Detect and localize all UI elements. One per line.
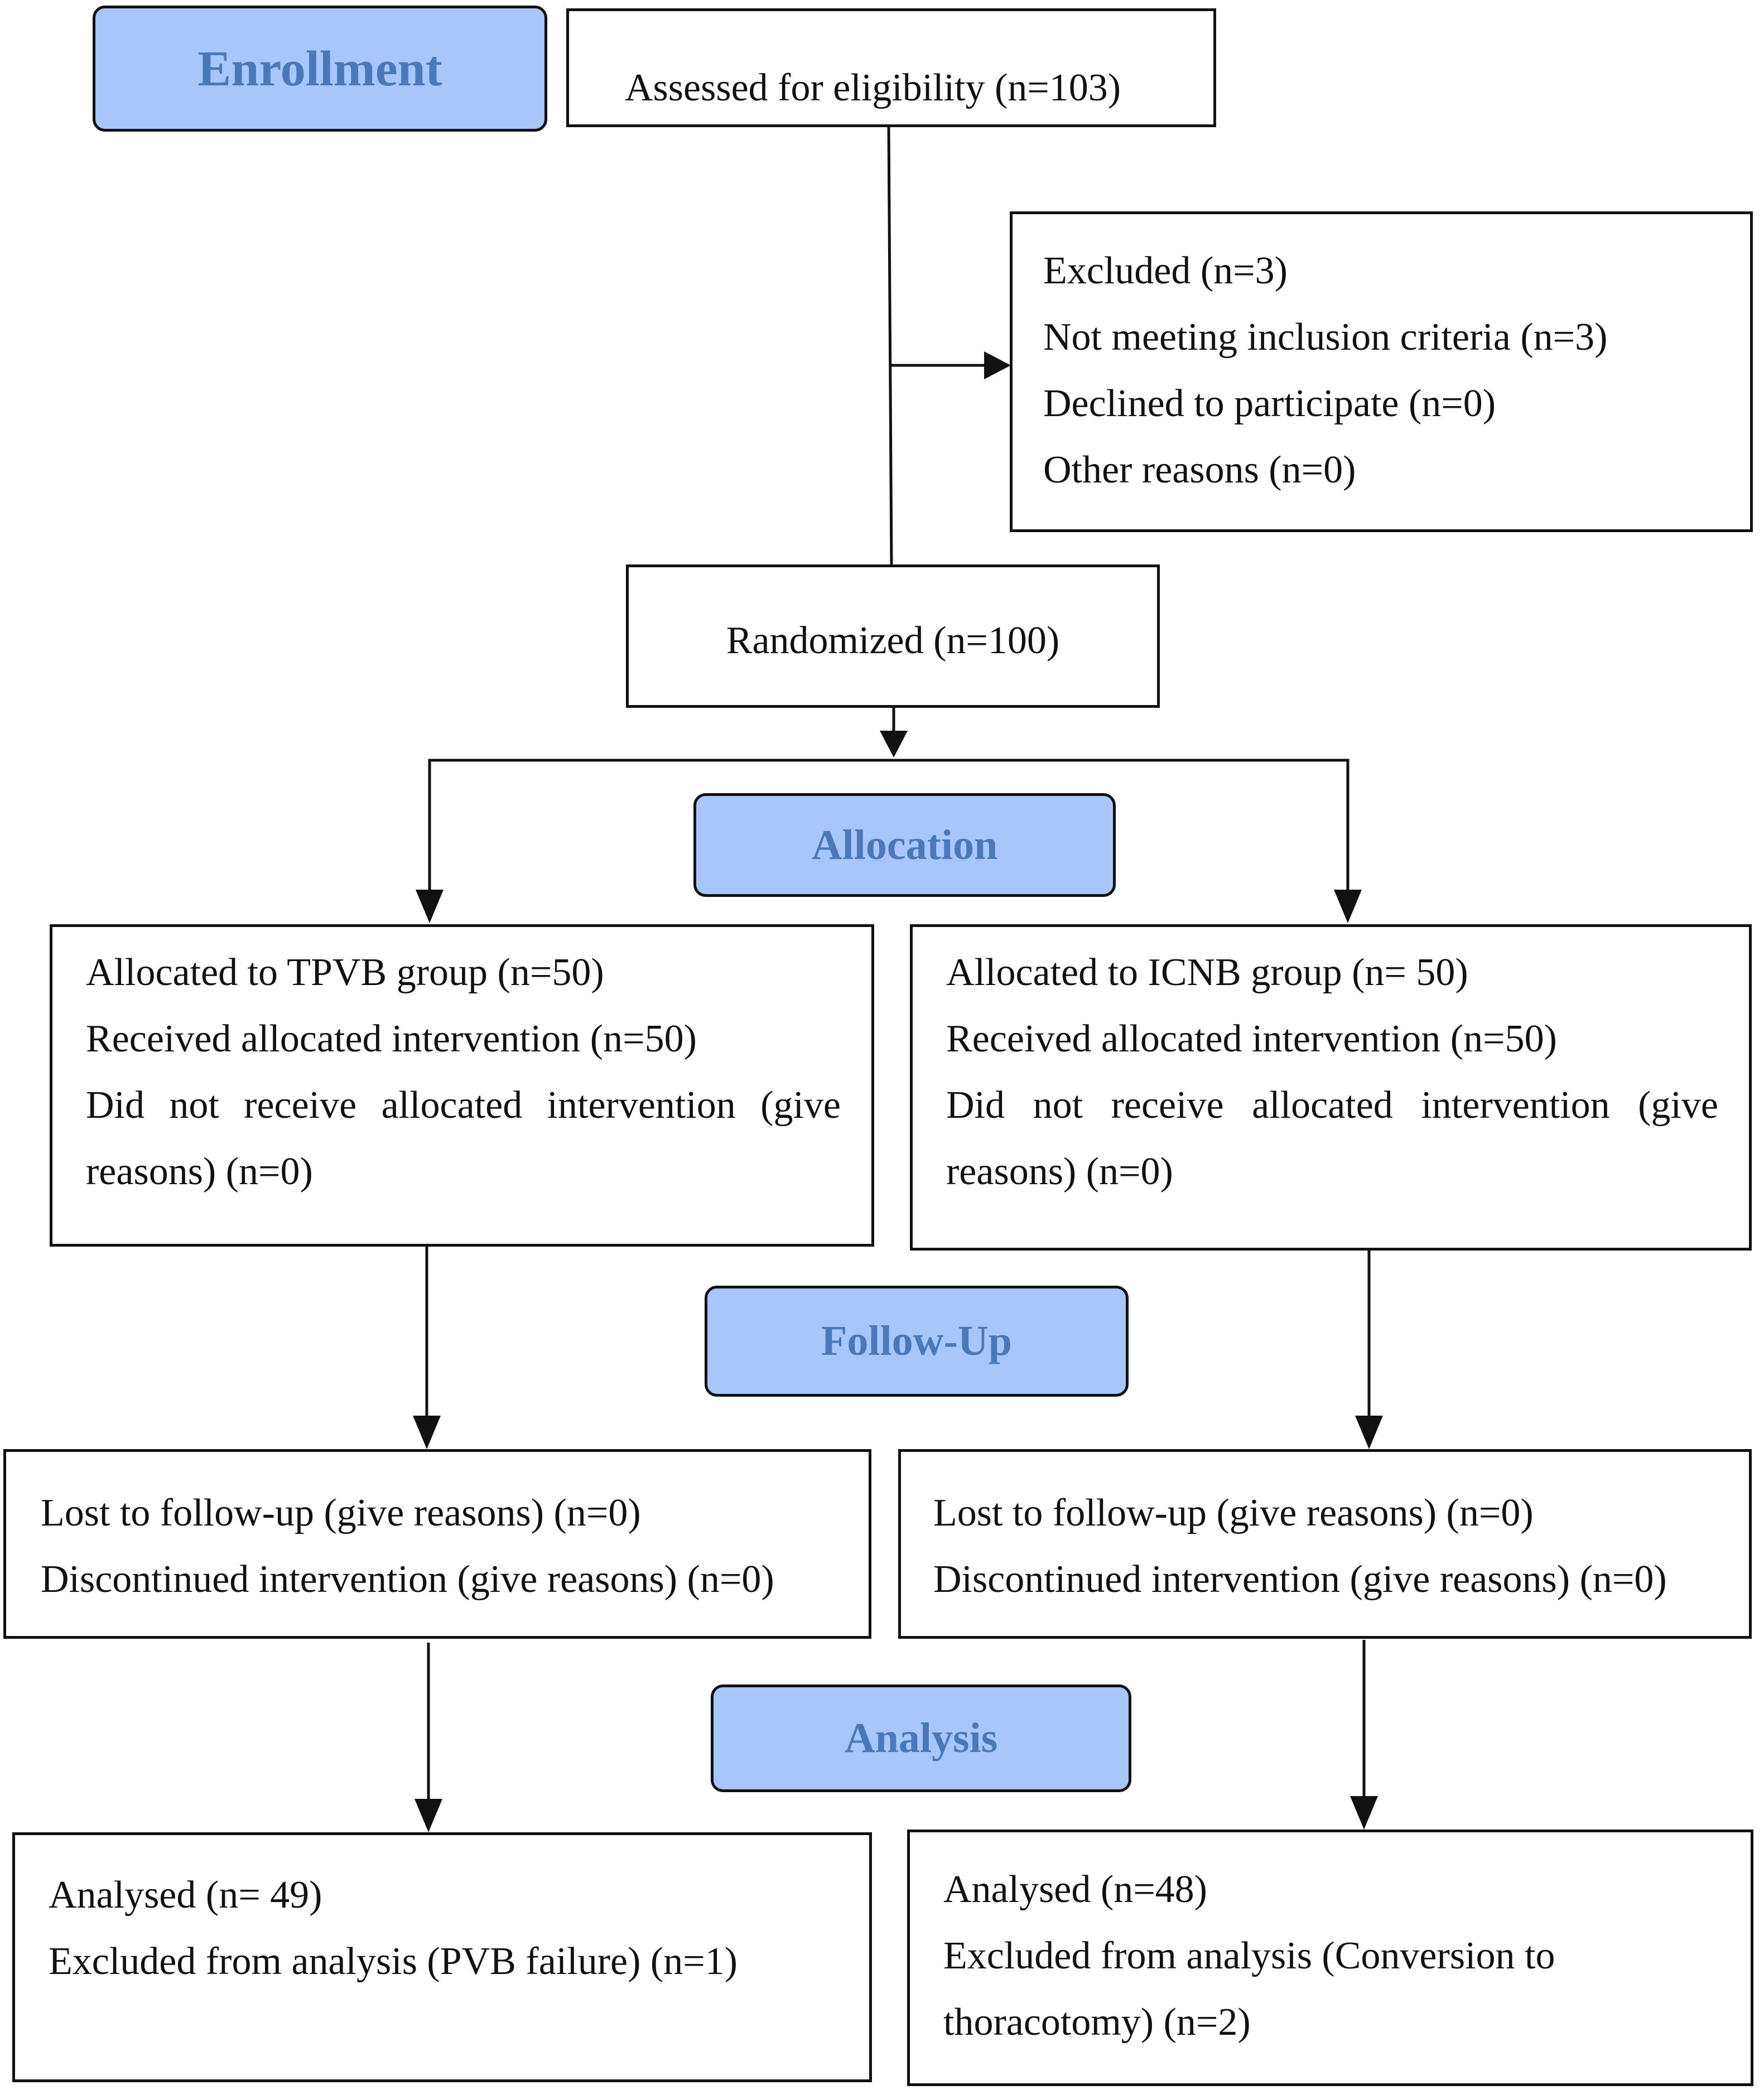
arrowhead-excluded xyxy=(984,351,1011,379)
tpvb-allocation-line: Received allocated intervention (n=50) xyxy=(86,1017,697,1060)
stage-allocation: Allocation xyxy=(693,793,1116,897)
tpvb-allocation-line: reasons) (n=0) xyxy=(86,1150,313,1193)
connector-assessed-to-randomized xyxy=(887,126,893,565)
excluded-line: Other reasons (n=0) xyxy=(1043,448,1356,491)
tpvb-allocation-line: Did not receive allocated intervention (… xyxy=(86,1084,841,1127)
icnb-allocation-line: reasons) (n=0) xyxy=(946,1150,1173,1193)
excluded-box: Excluded (n=3) Not meeting inclusion cri… xyxy=(1010,211,1753,532)
tpvb-allocation-box: Allocated to TPVB group (n=50) Received … xyxy=(50,924,874,1247)
tpvb-analysis-box: Analysed (n= 49) Excluded from analysis … xyxy=(12,1832,872,2082)
icnb-allocation-line: Allocated to ICNB group (n= 50) xyxy=(946,951,1468,994)
stage-follow-up: Follow-Up xyxy=(705,1286,1129,1397)
tpvb-followup-box: Lost to follow-up (give reasons) (n=0) D… xyxy=(3,1449,871,1639)
icnb-analysis-line: thoracotomy) (n=2) xyxy=(943,2001,1251,2044)
arrowhead-tpvb-followup xyxy=(413,1416,441,1449)
tpvb-allocation-line: Allocated to TPVB group (n=50) xyxy=(86,951,604,994)
stage-analysis: Analysis xyxy=(711,1684,1131,1792)
icnb-analysis-line: Excluded from analysis (Conversion to xyxy=(943,1934,1555,1977)
icnb-allocation-line: Did not receive allocated intervention (… xyxy=(946,1084,1718,1127)
assessed-box: Assessed for eligibility (n=103) xyxy=(566,8,1216,127)
arrowhead-tpvb-analysis xyxy=(415,1799,442,1832)
icnb-followup-line: Discontinued intervention (give reasons)… xyxy=(933,1558,1667,1601)
icnb-analysis-box: Analysed (n=48) Excluded from analysis (… xyxy=(907,1830,1753,2086)
icnb-analysis-line: Analysed (n=48) xyxy=(943,1868,1207,1911)
arrowhead-tpvb-allocation xyxy=(416,890,444,923)
arrowhead-randomized xyxy=(880,731,908,757)
tpvb-analysis-line: Analysed (n= 49) xyxy=(49,1874,322,1917)
excluded-line: Excluded (n=3) xyxy=(1043,249,1288,292)
arrowhead-icnb-allocation xyxy=(1334,890,1362,923)
randomized-box: Randomized (n=100) xyxy=(626,564,1160,708)
tpvb-followup-line: Lost to follow-up (give reasons) (n=0) xyxy=(41,1492,641,1534)
stage-enrollment: Enrollment xyxy=(93,6,547,132)
icnb-allocation-line: Received allocated intervention (n=50) xyxy=(946,1017,1557,1060)
randomized-text: Randomized (n=100) xyxy=(726,619,1060,662)
icnb-allocation-box: Allocated to ICNB group (n= 50) Received… xyxy=(910,924,1752,1251)
arrowhead-icnb-followup xyxy=(1355,1416,1383,1449)
icnb-followup-line: Lost to follow-up (give reasons) (n=0) xyxy=(933,1492,1534,1534)
arrowhead-icnb-analysis xyxy=(1350,1796,1378,1830)
tpvb-followup-line: Discontinued intervention (give reasons)… xyxy=(41,1558,774,1601)
excluded-line: Declined to participate (n=0) xyxy=(1043,382,1496,425)
icnb-followup-box: Lost to follow-up (give reasons) (n=0) D… xyxy=(898,1449,1752,1639)
assessed-text: Assessed for eligibility (n=103) xyxy=(625,66,1121,109)
tpvb-analysis-line: Excluded from analysis (PVB failure) (n=… xyxy=(49,1940,738,1983)
excluded-line: Not meeting inclusion criteria (n=3) xyxy=(1043,316,1608,359)
